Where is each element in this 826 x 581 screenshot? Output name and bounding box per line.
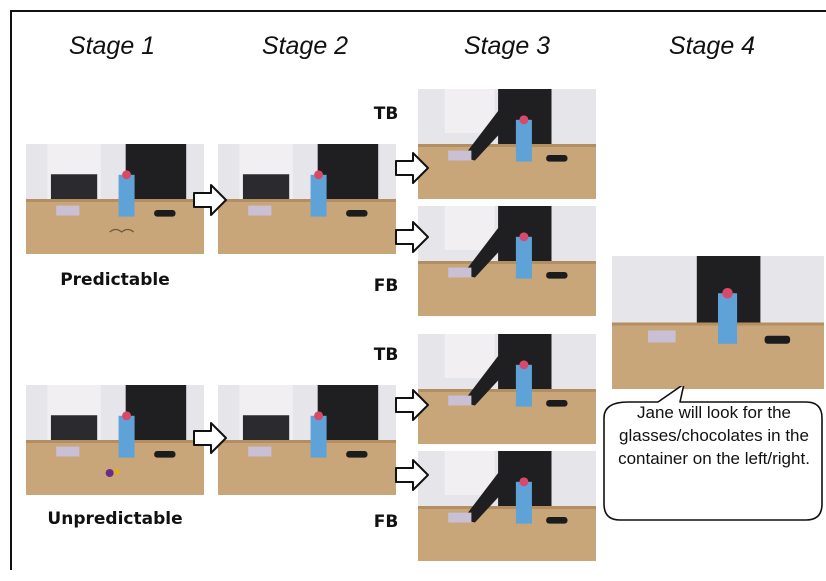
condition-unpredictable-label: Unpredictable bbox=[47, 509, 183, 529]
label-tb-predictable: TB bbox=[373, 104, 399, 124]
arrow-stage2-to-3fb-unpredictable bbox=[395, 459, 429, 491]
arrow-stage1-to-2-unpredictable bbox=[193, 422, 227, 454]
frame-top-border bbox=[10, 10, 826, 12]
label-fb-unpredictable: FB bbox=[373, 512, 399, 532]
photo-stage1-unpredictable bbox=[26, 385, 204, 495]
photo-stage4 bbox=[612, 256, 824, 389]
label-fb-predictable: FB bbox=[373, 276, 399, 296]
photo-stage2-unpredictable bbox=[218, 385, 396, 495]
condition-predictable-label: Predictable bbox=[60, 270, 170, 290]
photo-stage2-predictable bbox=[218, 144, 396, 254]
arrow-stage2-to-3tb-unpredictable bbox=[395, 389, 429, 421]
speech-bubble bbox=[603, 386, 823, 521]
photo-stage3-fb-predictable bbox=[418, 206, 596, 316]
callout-text: Jane will look for the glasses/chocolate… bbox=[618, 403, 810, 468]
photo-stage3-tb-predictable bbox=[418, 89, 596, 199]
label-tb-unpredictable: TB bbox=[373, 345, 399, 365]
stage-2-title: Stage 2 bbox=[261, 32, 349, 60]
frame-left-border bbox=[10, 10, 12, 570]
stage-3-title: Stage 3 bbox=[463, 32, 551, 60]
photo-stage3-fb-unpredictable bbox=[418, 451, 596, 561]
arrow-stage2-to-3tb-predictable bbox=[395, 152, 429, 184]
arrow-stage2-to-3fb-predictable bbox=[395, 221, 429, 253]
stage-4-title: Stage 4 bbox=[668, 32, 756, 60]
photo-stage3-tb-unpredictable bbox=[418, 334, 596, 444]
stage-1-title: Stage 1 bbox=[68, 32, 156, 60]
arrow-stage1-to-2-predictable bbox=[193, 184, 227, 216]
photo-stage1-predictable bbox=[26, 144, 204, 254]
